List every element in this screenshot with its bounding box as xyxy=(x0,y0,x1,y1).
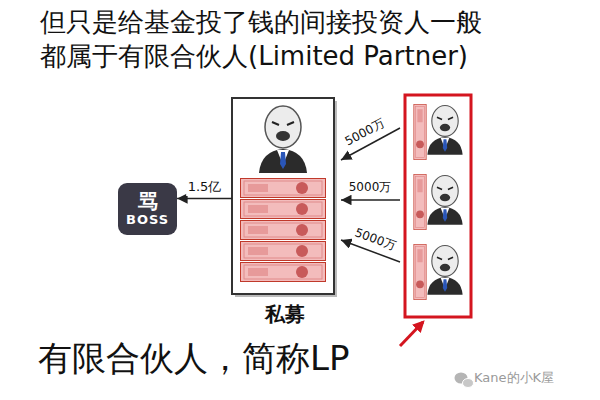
amount-label-anchor: 5000万 xyxy=(353,226,398,254)
app-icon: 骂BOSS xyxy=(118,183,177,235)
meme-face xyxy=(259,106,307,173)
title-block: 但只是给基金投了钱的间接投资人一般 都属于有限合伙人(Limited Partn… xyxy=(40,6,580,74)
edge-label: 1.5亿 xyxy=(186,178,224,196)
node-heading: 私募 xyxy=(232,302,338,326)
banknote xyxy=(241,200,326,219)
amount-label-anchor: 5000万 xyxy=(343,117,387,149)
pointer-arrow xyxy=(400,322,423,346)
fund-picture xyxy=(232,98,337,297)
caption-block: 有限合伙人，简称LP xyxy=(38,338,349,379)
amount-label: 5000万 xyxy=(343,117,387,149)
fund-frame xyxy=(232,98,334,294)
lp-frame xyxy=(405,95,471,317)
watermark-icon xyxy=(455,373,474,388)
caption: 有限合伙人，简称LP xyxy=(38,338,349,379)
investor-figure xyxy=(427,106,462,155)
amount-label: 5000万 xyxy=(349,181,392,195)
amount-label: 5000万 xyxy=(353,226,398,254)
banknote xyxy=(241,242,326,261)
node-text: BOSS xyxy=(126,212,169,228)
watermark-anchor: Kane的小K屋 xyxy=(474,371,554,386)
banknote xyxy=(241,221,326,240)
banknote xyxy=(241,179,326,198)
amount-label-anchor: 5000万 xyxy=(349,181,392,195)
flow-arrow xyxy=(177,198,232,200)
fund-box: 私募 xyxy=(232,98,338,326)
banknote xyxy=(241,263,326,282)
banknote xyxy=(414,174,426,229)
edge-label-anchor: 1.5亿 xyxy=(186,178,224,196)
node-heading: 骂 xyxy=(138,190,158,212)
title: 但只是给基金投了钱的间接投资人一般 都属于有限合伙人(Limited Partn… xyxy=(40,6,580,74)
investor-figure xyxy=(427,246,462,295)
money-arrow xyxy=(341,199,400,201)
banknote xyxy=(414,104,426,159)
watermark: Kane的小K屋 xyxy=(474,371,554,386)
investor-figure xyxy=(427,176,462,225)
lp-group xyxy=(405,95,471,317)
banknote xyxy=(414,244,426,299)
